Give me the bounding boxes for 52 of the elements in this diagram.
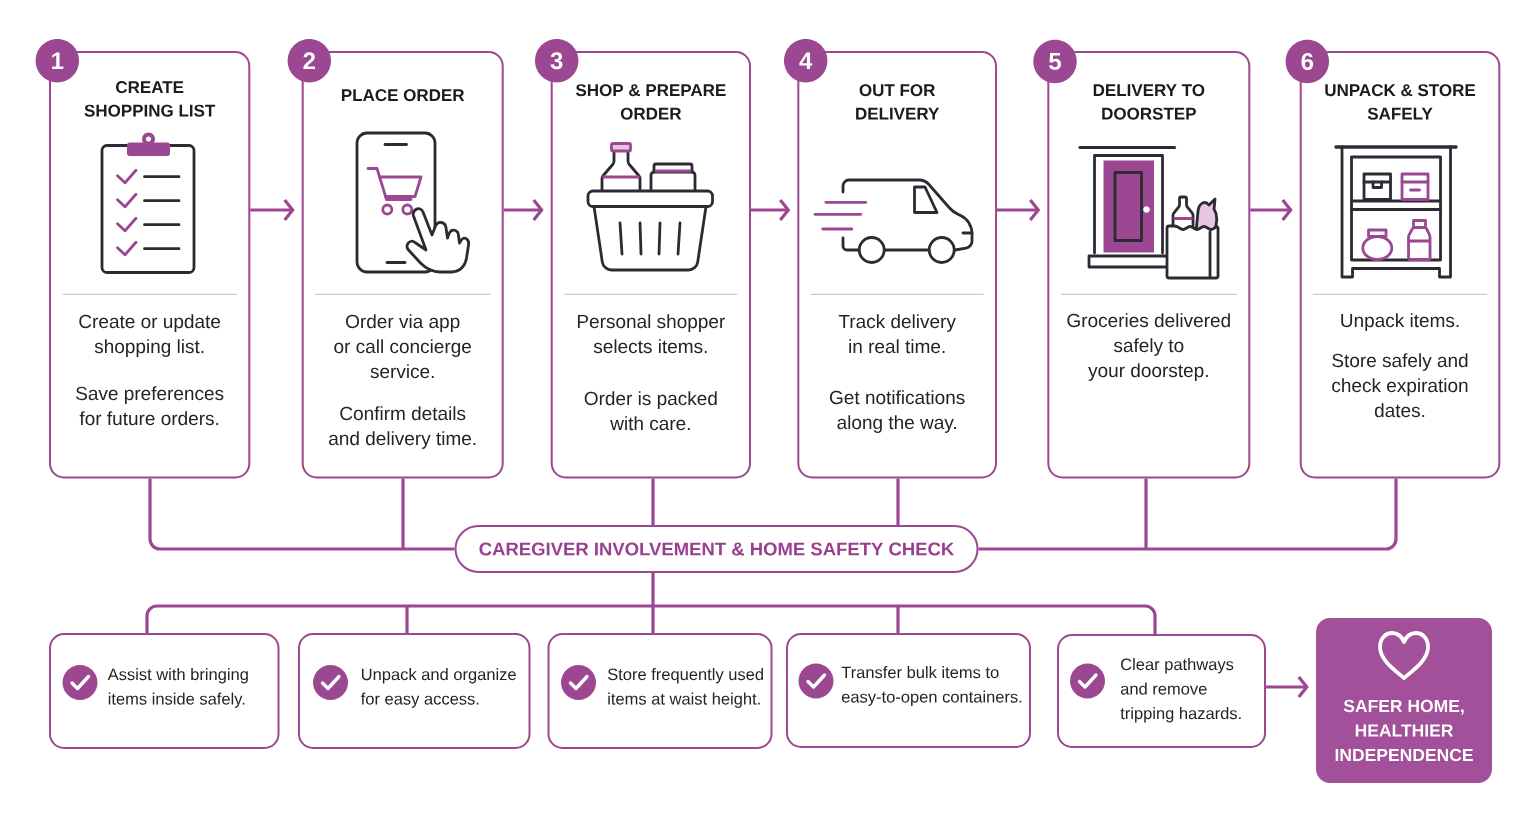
step-description: Unpack items. (1341, 313, 1459, 331)
arrow (503, 199, 544, 221)
connector-line (401, 478, 405, 549)
connector-line (978, 547, 1146, 551)
step-title: UNPACK & STORE SAFELY (1325, 84, 1476, 120)
step-description: Groceries delivered safely to your doorstep. (1067, 313, 1230, 381)
number-badge: 5 (1033, 39, 1077, 84)
connector-line (1146, 478, 1398, 551)
connector-line (651, 606, 655, 633)
connector-line (896, 478, 900, 525)
connector-line (651, 478, 655, 525)
step-description: Store safely and check expiration dates. (1332, 353, 1468, 418)
number-badge: 3 (535, 39, 579, 83)
connector-line (148, 478, 403, 551)
number-badge: 1 (35, 39, 79, 83)
step-title: SHOP & PREPARE ORDER (575, 84, 726, 120)
arrow (997, 199, 1041, 221)
connector-line (405, 606, 409, 633)
number-badge: 4 (784, 39, 828, 83)
step-description: Personal shopper selects items. (577, 314, 725, 354)
arrow (250, 199, 295, 221)
step-description: Get notifications along the way. (830, 390, 965, 433)
task-text: Unpack and organize for easy access. (360, 668, 516, 708)
number-badge: 6 (1285, 39, 1329, 84)
banner-box: CAREGIVER INVOLVEMENT & HOME SAFETY CHECK (454, 525, 979, 573)
connector-line (898, 604, 1157, 634)
step-title: CREATE SHOPPING LIST (84, 81, 216, 117)
task-text: Transfer bulk items to easy-to-open containers. (841, 666, 1022, 706)
step-description: Create or update shopping list. (79, 314, 221, 357)
connector-line (403, 547, 455, 551)
connector-line (1144, 478, 1148, 549)
connector-line (651, 573, 655, 606)
task-text: Assist with bringing items inside safely. (107, 668, 248, 708)
arrow (1266, 676, 1309, 698)
step-description: Confirm details and delivery time. (329, 406, 476, 449)
connector-line (407, 604, 653, 608)
step-description: Track delivery in real time. (838, 314, 956, 354)
connector-line (896, 606, 900, 633)
arrow (1250, 199, 1293, 221)
task-text: Clear pathways and remove tripping hazards. (1120, 658, 1241, 723)
outcome-text: SAFER HOME, HEALTHIER INDEPENDENCE (1335, 699, 1473, 762)
step-title: OUT FOR DELIVERY (856, 84, 940, 120)
connector-line (145, 604, 407, 633)
step-description: Save preferences for future orders. (76, 386, 224, 426)
step-title: DELIVERY TO DOORSTEP (1093, 84, 1205, 120)
arrow (751, 199, 791, 221)
step-description: Order via app or call concierge service. (334, 314, 471, 379)
connector-line (653, 604, 898, 608)
step-description: Order is packed with care. (584, 391, 717, 431)
number-badge: 2 (287, 39, 331, 83)
step-title: PLACE ORDER (342, 89, 465, 102)
task-text: Store frequently used items at waist height. (607, 668, 763, 708)
